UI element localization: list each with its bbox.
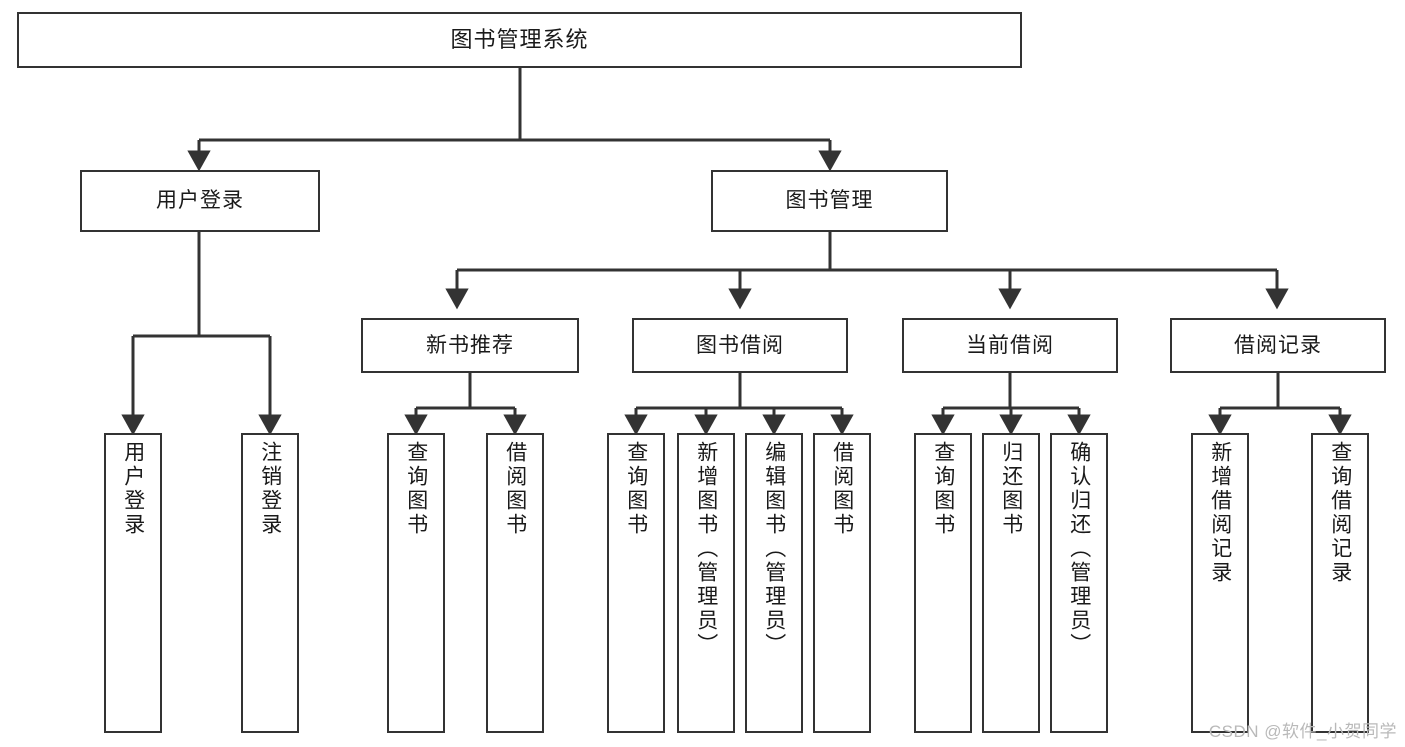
node-label: 新增借阅记录 [1208, 441, 1232, 585]
leaf-user-login[interactable]: 用户登录 [104, 433, 162, 733]
node-label: 图书借阅 [696, 333, 784, 357]
node-label: 查询图书 [931, 441, 955, 537]
node-label: 借阅记录 [1234, 333, 1322, 357]
leaf-query-book-current[interactable]: 查询图书 [914, 433, 972, 733]
node-borrow-record[interactable]: 借阅记录 [1170, 318, 1386, 373]
node-label: 借阅图书 [830, 441, 854, 537]
node-label: 新增图书（管理员） [694, 441, 718, 657]
node-label: 当前借阅 [966, 333, 1054, 357]
node-label: 用户登录 [121, 441, 145, 537]
leaf-user-logout[interactable]: 注销登录 [241, 433, 299, 733]
node-label: 注销登录 [258, 441, 282, 537]
node-book-borrow[interactable]: 图书借阅 [632, 318, 848, 373]
node-label: 查询图书 [404, 441, 428, 537]
leaf-confirm-return[interactable]: 确认归还（管理员） [1050, 433, 1108, 733]
node-current-borrow[interactable]: 当前借阅 [902, 318, 1118, 373]
node-label: 新书推荐 [426, 333, 514, 357]
node-label: 图书管理系统 [450, 26, 589, 52]
node-user-login[interactable]: 用户登录 [80, 170, 320, 232]
node-label: 归还图书 [999, 441, 1023, 537]
node-book-manage[interactable]: 图书管理 [711, 170, 948, 232]
leaf-query-book-recommend[interactable]: 查询图书 [387, 433, 445, 733]
node-label: 借阅图书 [503, 441, 527, 537]
node-new-book-recommend[interactable]: 新书推荐 [361, 318, 579, 373]
leaf-add-borrow-record[interactable]: 新增借阅记录 [1191, 433, 1249, 733]
node-label: 图书管理 [785, 189, 874, 213]
leaf-query-book-borrow[interactable]: 查询图书 [607, 433, 665, 733]
node-root-system[interactable]: 图书管理系统 [17, 12, 1022, 68]
node-label: 编辑图书（管理员） [762, 441, 786, 657]
csdn-watermark: CSDN @软件_小贺同学 [1208, 722, 1397, 741]
leaf-query-borrow-record[interactable]: 查询借阅记录 [1311, 433, 1369, 733]
leaf-borrow-book[interactable]: 借阅图书 [813, 433, 871, 733]
leaf-edit-book[interactable]: 编辑图书（管理员） [745, 433, 803, 733]
node-label: 用户登录 [156, 189, 244, 213]
node-label: 确认归还（管理员） [1067, 441, 1091, 657]
node-label: 查询借阅记录 [1328, 441, 1352, 585]
node-label: 查询图书 [624, 441, 648, 537]
leaf-return-book[interactable]: 归还图书 [982, 433, 1040, 733]
leaf-add-book[interactable]: 新增图书（管理员） [677, 433, 735, 733]
leaf-borrow-book-recommend[interactable]: 借阅图书 [486, 433, 544, 733]
